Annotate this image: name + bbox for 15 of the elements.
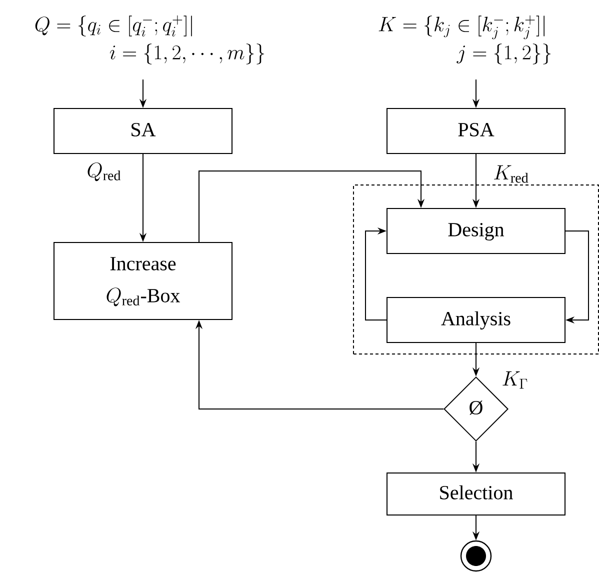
process-box: PSA bbox=[386, 108, 566, 154]
process-box: Design bbox=[386, 208, 566, 254]
arrow bbox=[565, 230, 589, 324]
process-box: Selection bbox=[386, 472, 566, 516]
formula: $Q = \bigl\{q_i \in [q_i^-; q_i^+]\bigr|$ $i = \{1, 2, \cdots, m\}\bigr\}$ bbox=[35, 15, 264, 64]
edge-label: $Q_{\mathrm{red}}$ bbox=[86, 162, 122, 182]
arrow bbox=[365, 227, 387, 320]
edge-label: $K_{\mathrm{red}}$ bbox=[492, 164, 530, 184]
process-box: Increase $Q_{\mathrm{red}}\mbox{-Box}$ bbox=[54, 242, 232, 320]
dashed-group-box bbox=[353, 184, 599, 354]
end-node bbox=[460, 540, 492, 572]
formula: $K = \bigl\{k_j \in [k_j^-; k_j^+]\bigr|$ $j = \{1, 2\}\bigr\}$ bbox=[378, 15, 551, 64]
arrow bbox=[198, 170, 425, 242]
process-box: SA bbox=[54, 108, 232, 154]
process-box: Analysis bbox=[386, 297, 566, 343]
